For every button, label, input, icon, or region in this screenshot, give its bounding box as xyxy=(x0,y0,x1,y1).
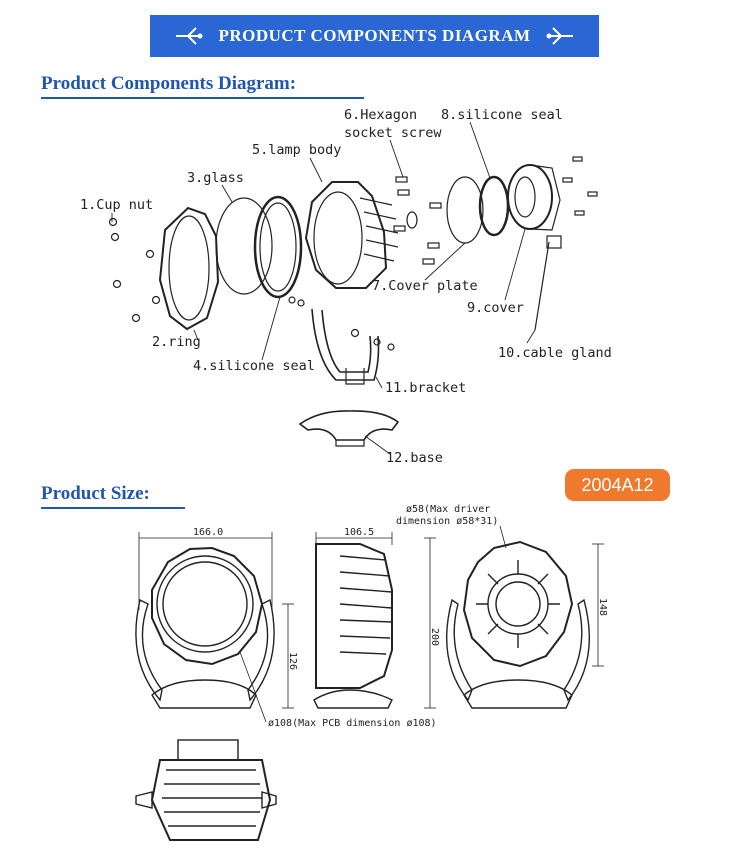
silicone-seal-part xyxy=(253,195,303,299)
base-part xyxy=(298,410,400,447)
cup-nut-parts xyxy=(108,217,161,323)
label-ring: 2.ring xyxy=(152,334,201,350)
dimension-lines xyxy=(138,525,604,723)
bracket-part xyxy=(288,296,395,385)
rear-view xyxy=(446,540,590,709)
components-title-underline xyxy=(41,97,364,99)
label-glass: 3.glass xyxy=(187,170,244,186)
model-badge: 2004A12 xyxy=(565,469,670,501)
top-view xyxy=(135,739,277,841)
size-drawings xyxy=(135,540,590,841)
cover-plate-part xyxy=(446,176,484,244)
cover-part xyxy=(507,164,561,231)
label-base: 12.base xyxy=(386,450,443,466)
silicone-seal-rear-part xyxy=(478,175,510,237)
washer-part xyxy=(406,211,418,229)
dim-height-right: 148 xyxy=(597,598,608,616)
label-hexagon: 6.Hexagon xyxy=(344,107,417,123)
label-cover: 9.cover xyxy=(467,300,524,316)
dim-driver-line1: ø58(Max driver xyxy=(406,504,490,515)
dim-driver-line2: dimension ø58*31) xyxy=(396,516,498,527)
ring-part xyxy=(158,206,220,331)
dim-height-total: 200 xyxy=(429,628,440,646)
banner-title: PRODUCT COMPONENTS DIAGRAM xyxy=(218,26,531,45)
components-section-title: Product Components Diagram: xyxy=(41,73,297,94)
leader-lines xyxy=(111,121,536,455)
label-socket-screw: socket screw xyxy=(344,125,442,141)
label-silicone-seal-rear: 8.silicone seal xyxy=(441,107,563,123)
label-cable-gland: 10.cable gland xyxy=(498,345,612,361)
lamp-body-part xyxy=(304,181,399,289)
cable-gland-part xyxy=(534,235,562,331)
component-labels: 1.Cup nut 2.ring 3.glass 4.silicone seal… xyxy=(80,107,612,466)
label-cup-nut: 1.Cup nut xyxy=(80,197,153,213)
size-section-title: Product Size: xyxy=(41,483,150,504)
label-cover-plate: 7.Cover plate xyxy=(372,278,478,294)
side-view xyxy=(313,543,393,709)
hexagon-screw-parts xyxy=(393,176,442,265)
front-view xyxy=(135,546,275,709)
rear-screw-parts xyxy=(562,156,598,216)
size-title-underline xyxy=(41,507,185,509)
dim-pcb: ø108(Max PCB dimension ø108) xyxy=(268,718,437,729)
dim-width: 166.0 xyxy=(193,527,223,538)
glass-part xyxy=(215,197,273,295)
dim-height-axis: 126 xyxy=(287,652,298,670)
label-bracket: 11.bracket xyxy=(385,380,466,396)
dimension-labels: 166.0 106.5 200 126 148 ø108(Max PCB dim… xyxy=(193,504,608,729)
fleur-ornament-icon xyxy=(546,27,573,45)
label-silicone-seal: 4.silicone seal xyxy=(193,358,315,374)
fleur-ornament-icon xyxy=(176,27,203,45)
label-lamp-body: 5.lamp body xyxy=(252,142,341,158)
header-banner: PRODUCT COMPONENTS DIAGRAM xyxy=(150,15,599,57)
dim-depth: 106.5 xyxy=(344,527,374,538)
